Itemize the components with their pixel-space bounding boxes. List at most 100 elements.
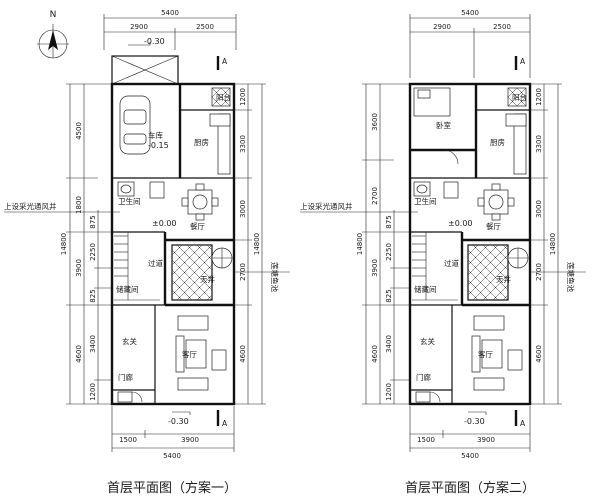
plan1-room-garage: 车库 bbox=[148, 130, 163, 140]
plan1-dim-right-1: 1200 bbox=[239, 88, 247, 106]
plan2-dim-right-3: 3000 bbox=[535, 200, 543, 218]
plan-scheme-2: 5400 2900 2500 bbox=[300, 9, 586, 496]
plan2-left-dimensions: 14800 3600 2700 3900 4600 875 2250 825 3… bbox=[356, 83, 410, 405]
plan1-dim-inner-3: 825 bbox=[89, 289, 97, 302]
plan-scheme-1: 5400 2900 2500 -0.30 bbox=[4, 9, 290, 496]
plan1-title: 首层平面图（方案一） bbox=[107, 480, 237, 496]
plan2-bottom-dimensions: 1500 3900 5400 bbox=[409, 406, 531, 460]
plan1-room-level: -0.15 bbox=[148, 141, 169, 150]
plan1-section-bottom: A bbox=[222, 419, 228, 428]
plan2-courtyard bbox=[467, 244, 529, 301]
plan1-dim-top-total: 5400 bbox=[161, 9, 179, 17]
plan1-room-dining: 餐厅 bbox=[190, 222, 205, 231]
plan2-dim-inner-3: 825 bbox=[385, 289, 393, 302]
plan1-dim-inner-1: 875 bbox=[89, 215, 97, 228]
plan1-dim-right-5: 4600 bbox=[239, 345, 247, 363]
plan1-walls bbox=[110, 82, 236, 406]
plan1-level-center: ±0.00 bbox=[152, 219, 177, 228]
plan1-stairs bbox=[114, 232, 160, 301]
plan2-room-porch: 门廊 bbox=[416, 372, 431, 382]
plan2-room-bathroom: 卫生间 bbox=[414, 196, 437, 206]
plan2-dim-inner-2: 2250 bbox=[385, 243, 393, 261]
plan2-top-dimensions: 5400 2900 2500 bbox=[409, 9, 531, 78]
plan2-room-balcony: 阳台 bbox=[512, 92, 527, 102]
plan2-room-bedroom: 卧室 bbox=[436, 120, 451, 130]
plan1-dim-left-3: 3900 bbox=[75, 259, 83, 277]
plan1-dim-left-total: 14800 bbox=[60, 233, 68, 255]
plan1-room-storage: 储藏间 bbox=[116, 284, 139, 294]
north-label: N bbox=[50, 10, 57, 20]
plan2-dim-inner-5: 1200 bbox=[385, 383, 393, 401]
plan1-dim-right-2: 3300 bbox=[239, 135, 247, 153]
plan1-room-corridor: 过道 bbox=[148, 258, 163, 268]
plan2-room-entry: 玄关 bbox=[420, 336, 435, 346]
plan1-dim-bottom-right: 3900 bbox=[181, 436, 199, 444]
plan2-dim-top-left: 2900 bbox=[433, 23, 451, 31]
plan2-dim-bottom-right: 3900 bbox=[477, 436, 495, 444]
plan2-section-top: A bbox=[520, 57, 526, 66]
plan1-top-dimensions: 5400 2900 2500 -0.30 bbox=[103, 9, 237, 50]
plan1-room-courtyard: 天井 bbox=[200, 274, 215, 284]
plan2-dim-inner-4: 3400 bbox=[385, 335, 393, 353]
plan2-dim-bottom-total: 5400 bbox=[461, 452, 479, 460]
plan1-left-dimensions: 14800 4500 1800 3900 4600 875 2250 825 3… bbox=[60, 83, 112, 405]
plan2-dim-left-1: 3600 bbox=[371, 113, 379, 131]
plan1-dim-top-left: 2900 bbox=[130, 23, 148, 31]
plan2-dim-left-4: 4600 bbox=[371, 345, 379, 363]
plan1-note-right: 莲塘鱼池 bbox=[270, 262, 280, 292]
plan1-dim-left-2: 1800 bbox=[75, 196, 83, 214]
plan2-room-corridor: 过道 bbox=[444, 258, 459, 268]
plan1-section-top: A bbox=[222, 57, 228, 66]
plan2-dim-left-3: 3900 bbox=[371, 259, 379, 277]
plan2-room-storage: 储藏间 bbox=[414, 284, 437, 294]
plan1-room-porch: 门廊 bbox=[118, 372, 133, 382]
plan1-room-entry: 玄关 bbox=[122, 336, 137, 346]
plan2-room-dining: 餐厅 bbox=[486, 222, 501, 231]
plan2-dim-right-2: 3300 bbox=[535, 135, 543, 153]
plan1-dim-inner-5: 1200 bbox=[89, 383, 97, 401]
plan1-level-bottom: -0.30 bbox=[168, 417, 189, 426]
plan2-room-living: 客厅 bbox=[478, 349, 493, 359]
plan1-dim-left-1: 4500 bbox=[75, 122, 83, 140]
plan1-dim-right-total: 14800 bbox=[253, 233, 261, 255]
plan2-room-courtyard: 天井 bbox=[496, 274, 511, 284]
plan1-bottom-dimensions: 1500 3900 5400 bbox=[111, 406, 235, 460]
plan2-room-kitchen: 厨房 bbox=[490, 137, 505, 147]
plan1-right-dimensions: 1200 3300 3000 2700 4600 14800 bbox=[234, 83, 266, 405]
plan2-section-bottom: A bbox=[520, 419, 526, 428]
plan2-title: 首层平面图（方案二） bbox=[405, 480, 535, 496]
plan1-room-bathroom: 卫生间 bbox=[118, 196, 141, 206]
north-arrow: N bbox=[37, 10, 69, 59]
plan1-room-balcony: 阳台 bbox=[216, 92, 231, 102]
plan2-dim-bottom-left: 1500 bbox=[417, 436, 435, 444]
plan1-dim-bottom-total: 5400 bbox=[163, 452, 181, 460]
plan2-dim-left-2: 2700 bbox=[371, 187, 379, 205]
plan1-dim-inner-2: 2250 bbox=[89, 243, 97, 261]
plan1-room-living: 客厅 bbox=[182, 349, 197, 359]
plan1-dim-inner-4: 3400 bbox=[89, 335, 97, 353]
plan2-level-center: ±0.00 bbox=[448, 219, 473, 228]
plan1-dim-left-4: 4600 bbox=[75, 345, 83, 363]
plan2-dim-left-total: 14800 bbox=[356, 233, 364, 255]
plan1-dim-top-right: 2500 bbox=[196, 23, 214, 31]
plan1-dim-right-3: 3000 bbox=[239, 200, 247, 218]
plan2-walls bbox=[408, 82, 532, 406]
plan1-room-kitchen: 厨房 bbox=[194, 137, 209, 147]
plan1-courtyard bbox=[171, 244, 233, 301]
plan2-dim-right-5: 4600 bbox=[535, 345, 543, 363]
plan2-dim-right-total: 14800 bbox=[549, 233, 557, 255]
plan2-stairs bbox=[412, 232, 458, 301]
plan1-note-left: 上设采光通风井 bbox=[4, 201, 57, 211]
plan2-dim-top-right: 2500 bbox=[493, 23, 511, 31]
plan2-dim-inner-1: 875 bbox=[385, 215, 393, 228]
plan2-note-right: 莲塘鱼池 bbox=[566, 262, 576, 292]
plan2-right-dimensions: 1200 3300 3000 2700 4600 14800 bbox=[530, 83, 562, 405]
plan2-dim-top-total: 5400 bbox=[461, 9, 479, 17]
plan2-dim-right-1: 1200 bbox=[535, 88, 543, 106]
plan2-note-left: 上设采光通风井 bbox=[300, 201, 353, 211]
plan1-dim-bottom-left: 1500 bbox=[119, 436, 137, 444]
plan2-level-bottom: -0.30 bbox=[464, 417, 485, 426]
plan1-level-top: -0.30 bbox=[144, 37, 165, 46]
